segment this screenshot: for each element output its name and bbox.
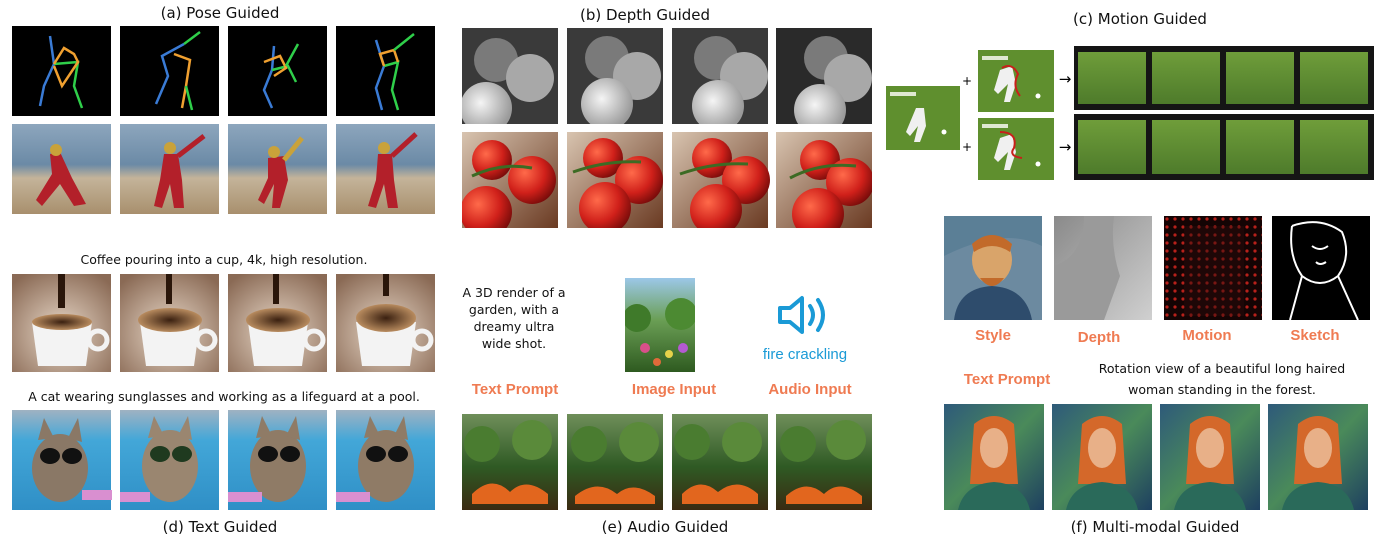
- fire-frame-2: [567, 414, 663, 510]
- label-audio-input: Audio Input: [768, 381, 852, 398]
- label-text-prompt: Text Prompt: [471, 381, 559, 398]
- cat-frame-2: [120, 410, 219, 510]
- fire-frame-1: [462, 414, 558, 510]
- pose-frame-1: [12, 26, 111, 116]
- coffee-prompt: Coffee pouring into a cup, 4k, high reso…: [80, 252, 368, 267]
- motion-source-frame: [886, 86, 960, 150]
- sketch-input-map: [1272, 216, 1370, 320]
- pose-output-row: [12, 124, 435, 214]
- motion-input-frame-bottom: [978, 118, 1054, 180]
- panel-e-caption: (e) Audio Guided: [601, 518, 729, 536]
- plus-sign-top: +: [961, 74, 973, 88]
- pose-output-3: [228, 124, 327, 214]
- cat-frame-3: [228, 410, 327, 510]
- audio-caption: fire crackling: [762, 346, 848, 363]
- multimodal-prompt: Rotation view of a beautiful long haired…: [1098, 361, 1346, 397]
- cat-frame-4: [336, 410, 435, 510]
- speaker-icon: [778, 296, 825, 334]
- panel-a-caption: (a) Pose Guided: [160, 4, 280, 22]
- depth-map-row: [462, 28, 872, 124]
- pose-frame-2: [120, 26, 219, 116]
- arrow-bottom: →: [1058, 138, 1072, 156]
- coffee-frame-4: [336, 274, 435, 372]
- panel-d-caption: (d) Text Guided: [162, 518, 278, 536]
- pose-output-2: [120, 124, 219, 214]
- depth-frame-4: [776, 28, 872, 124]
- depth-frame-1: [462, 28, 558, 124]
- label-image-input: Image Input: [631, 381, 717, 398]
- pose-frame-4: [336, 26, 435, 116]
- mm-frame-1: [944, 404, 1044, 510]
- depth-output-row: [462, 132, 872, 228]
- coffee-frame-3: [228, 274, 327, 372]
- label-depth: Depth: [1077, 329, 1121, 346]
- pose-frame-3: [228, 26, 327, 116]
- tomato-frame-2: [567, 132, 663, 228]
- fire-frame-4: [776, 414, 872, 510]
- motion-output-strip-top: [1074, 46, 1374, 110]
- tomato-frame-3: [672, 132, 770, 228]
- audio-text-prompt: A 3D render of a garden, with a dreamy u…: [462, 285, 566, 351]
- tomato-frame-1: [462, 132, 558, 228]
- coffee-output-row: [12, 274, 435, 372]
- tomato-frame-4: [776, 132, 872, 228]
- fire-frame-3: [672, 414, 768, 510]
- label-style: Style: [975, 327, 1011, 344]
- panel-b-caption: (b) Depth Guided: [579, 6, 711, 24]
- coffee-frame-1: [12, 274, 111, 372]
- mm-frame-3: [1160, 404, 1260, 510]
- motion-input-map: [1164, 216, 1262, 320]
- depth-frame-3: [672, 28, 768, 124]
- depth-frame-2: [567, 28, 663, 124]
- multimodal-output-row: [944, 404, 1368, 510]
- plus-sign-bottom: +: [961, 140, 973, 154]
- label-text-prompt-mm: Text Prompt: [963, 371, 1051, 388]
- label-sketch: Sketch: [1290, 327, 1340, 344]
- motion-output-strip-bottom: [1074, 114, 1374, 180]
- panel-c-caption: (c) Motion Guided: [1073, 10, 1207, 28]
- depth-input-map: [1054, 216, 1152, 320]
- pose-skeleton-row: [12, 26, 435, 116]
- coffee-frame-2: [120, 274, 219, 372]
- arrow-top: →: [1058, 70, 1072, 88]
- cat-output-row: [12, 410, 435, 510]
- label-motion: Motion: [1182, 327, 1232, 344]
- pose-output-4: [336, 124, 435, 214]
- image-input-garden: [625, 278, 695, 372]
- audio-output-row: [462, 414, 872, 510]
- style-input-portrait: [944, 216, 1042, 320]
- mm-frame-4: [1268, 404, 1368, 510]
- panel-f-caption: (f) Multi-modal Guided: [1070, 518, 1240, 536]
- cat-frame-1: [12, 410, 112, 510]
- cat-prompt: A cat wearing sunglasses and working as …: [28, 389, 420, 404]
- mm-frame-2: [1052, 404, 1152, 510]
- pose-output-1: [12, 124, 111, 214]
- motion-input-frame-top: [978, 50, 1054, 112]
